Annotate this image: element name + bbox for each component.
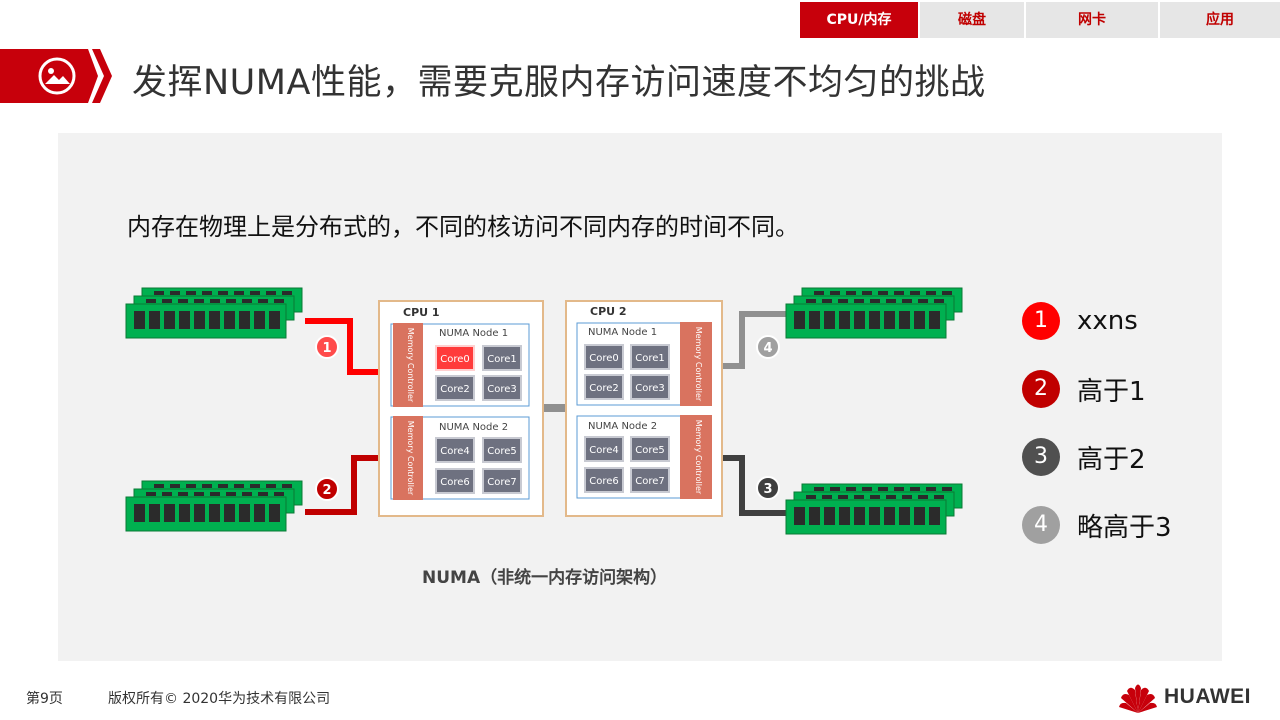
cpu2-node1-label: NUMA Node 1 bbox=[588, 327, 657, 338]
svg-text:1: 1 bbox=[322, 341, 331, 356]
cpu1-core7 bbox=[482, 468, 522, 494]
cpu1-node1-memory-controller bbox=[393, 323, 423, 407]
cpu1-core1-label: Core1 bbox=[487, 354, 517, 365]
cpu2-node2-memory-controller-label: Memory Controller bbox=[694, 420, 703, 495]
cpu2-core7 bbox=[630, 467, 670, 493]
page-title: 发挥NUMA性能，需要克服内存访问速度不均匀的挑战 bbox=[132, 63, 986, 103]
cpu1-core3 bbox=[482, 375, 522, 401]
cpu1-label: CPU 1 bbox=[403, 306, 440, 319]
tab-network-card[interactable]: 网卡 bbox=[1026, 2, 1158, 38]
page-number: 第9页 bbox=[26, 691, 63, 707]
cpu2-core3-label: Core3 bbox=[635, 383, 665, 394]
cpu2-node1-memory-controller bbox=[680, 322, 712, 406]
cpu1-core0-label: Core0 bbox=[440, 354, 470, 365]
path-2-line bbox=[305, 455, 395, 515]
cpu2-node2-memory-controller bbox=[680, 415, 712, 499]
cpu2-core0-label: Core0 bbox=[589, 353, 619, 364]
path-marker-3: 3 bbox=[756, 476, 780, 500]
logo-text: HUAWEI bbox=[1164, 685, 1251, 708]
svg-text:2: 2 bbox=[322, 483, 331, 498]
cpu2-core5-label: Core5 bbox=[635, 445, 665, 456]
path-3-line bbox=[712, 455, 788, 516]
cpu1-core4 bbox=[435, 437, 475, 463]
tab-disk[interactable]: 磁盘 bbox=[920, 2, 1024, 38]
memory-module-bottom-right bbox=[785, 483, 963, 535]
legend-number-2: 2 bbox=[1022, 370, 1060, 408]
legend-text-3: 高于2 bbox=[1077, 444, 1146, 475]
cpu1-core6-label: Core6 bbox=[440, 477, 470, 488]
cpu2-core6 bbox=[584, 467, 624, 493]
latency-legend: 1 xxns 2 高于1 3 高于2 4 略高于3 bbox=[1022, 302, 1172, 574]
cpu1-core5-label: Core5 bbox=[487, 446, 517, 457]
title-banner bbox=[0, 49, 112, 103]
cpu1-core0 bbox=[435, 345, 475, 371]
legend-item-3: 3 高于2 bbox=[1022, 438, 1172, 476]
legend-number-3: 3 bbox=[1022, 438, 1060, 476]
cpu1-node2-memory-controller-label: Memory Controller bbox=[406, 421, 415, 496]
cpu1-core4-label: Core4 bbox=[440, 446, 470, 457]
path-4-line bbox=[712, 311, 788, 369]
cpu1-core2-label: Core2 bbox=[440, 384, 470, 395]
memory-module-top-right bbox=[785, 287, 963, 339]
legend-text-1: xxns bbox=[1077, 306, 1138, 336]
path-marker-1: 1 bbox=[315, 335, 339, 359]
legend-item-2: 2 高于1 bbox=[1022, 370, 1172, 408]
cpu1-core6 bbox=[435, 468, 475, 494]
cpu2-core2-label: Core2 bbox=[589, 383, 619, 394]
memory-module-bottom-left bbox=[125, 480, 303, 532]
tab-cpu-memory[interactable]: CPU/内存 bbox=[800, 2, 918, 38]
cpu2-core4 bbox=[584, 436, 624, 462]
huawei-logo: HUAWEI bbox=[1118, 680, 1251, 714]
cpu1-core7-label: Core7 bbox=[487, 477, 517, 488]
path-marker-2: 2 bbox=[315, 477, 339, 501]
cpu2-core2 bbox=[584, 374, 624, 400]
cpu2-node2-label: NUMA Node 2 bbox=[588, 421, 657, 432]
svg-text:3: 3 bbox=[763, 482, 772, 497]
cpu1-core1 bbox=[482, 345, 522, 371]
path-marker-4: 4 bbox=[756, 335, 780, 359]
cpu2-core0 bbox=[584, 344, 624, 370]
cpu1-core5 bbox=[482, 437, 522, 463]
huawei-flower-icon bbox=[1119, 684, 1157, 713]
cpu2-core4-label: Core4 bbox=[589, 445, 619, 456]
cpu1-node1-label: NUMA Node 1 bbox=[439, 328, 508, 339]
cpu2-core1-label: Core1 bbox=[635, 353, 665, 364]
cpu1-node2-memory-controller bbox=[393, 416, 423, 500]
cpu2-core3 bbox=[630, 374, 670, 400]
intro-text: 内存在物理上是分布式的，不同的核访问不同内存的时间不同。 bbox=[127, 213, 799, 241]
diagram-caption: NUMA（非统一内存访问架构） bbox=[422, 568, 668, 588]
cpu2-node1-memory-controller-label: Memory Controller bbox=[694, 327, 703, 402]
cpu1-core3-label: Core3 bbox=[487, 384, 517, 395]
cpu2-core1 bbox=[630, 344, 670, 370]
legend-number-1: 1 bbox=[1022, 302, 1060, 340]
tab-application[interactable]: 应用 bbox=[1160, 2, 1280, 38]
legend-text-2: 高于1 bbox=[1077, 376, 1146, 407]
image-icon bbox=[38, 57, 76, 95]
memory-module-top-left bbox=[125, 287, 303, 339]
cpu2-core5 bbox=[630, 436, 670, 462]
cpu2-core6-label: Core6 bbox=[589, 476, 619, 487]
copyright-text: 版权所有© 2020华为技术有限公司 bbox=[108, 691, 331, 707]
cpu1-node1-memory-controller-label: Memory Controller bbox=[406, 328, 415, 403]
legend-text-4: 略高于3 bbox=[1077, 512, 1172, 543]
legend-item-1: 1 xxns bbox=[1022, 302, 1172, 340]
top-nav-tabs: CPU/内存 磁盘 网卡 应用 bbox=[800, 2, 1280, 38]
svg-text:4: 4 bbox=[763, 341, 772, 356]
numa-diagram: CPU 1 NUMA Node 1 Memory Controller Core… bbox=[125, 287, 963, 535]
legend-number-4: 4 bbox=[1022, 506, 1060, 544]
path-1-line bbox=[305, 318, 395, 375]
legend-item-4: 4 略高于3 bbox=[1022, 506, 1172, 544]
cpu1-node2-label: NUMA Node 2 bbox=[439, 422, 508, 433]
cpu2-label: CPU 2 bbox=[590, 305, 627, 318]
cpu1-core2 bbox=[435, 375, 475, 401]
cpu2-core7-label: Core7 bbox=[635, 476, 665, 487]
